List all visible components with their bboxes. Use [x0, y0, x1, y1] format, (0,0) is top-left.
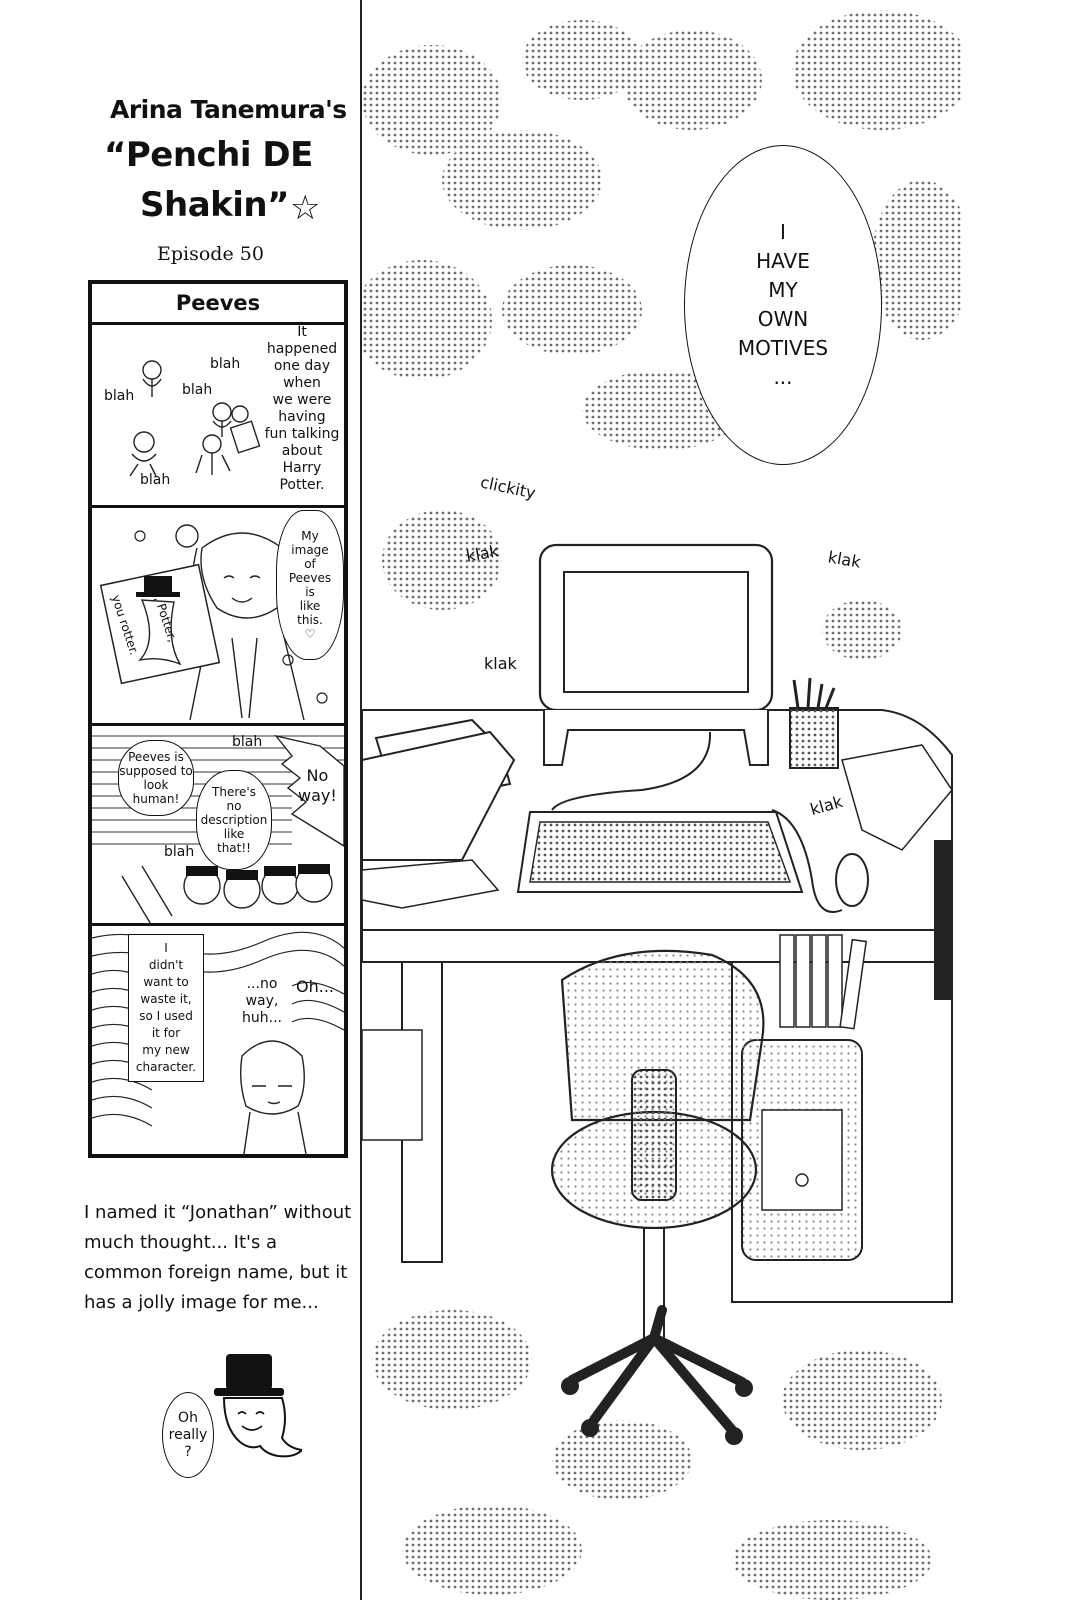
- author-note: I named it “Jonathan” without much thoug…: [84, 1202, 352, 1313]
- sfx-blah-2: blah: [182, 382, 213, 398]
- star-icon: ☆: [290, 188, 321, 228]
- panel4-speech-2: Oh...: [296, 977, 334, 996]
- series-author: Arina Tanemura's: [110, 95, 347, 124]
- jonathan-ghost-icon: [214, 1354, 302, 1458]
- series-title-line1: “Penchi DE: [104, 135, 313, 175]
- series-title-line2: Shakin”: [140, 185, 289, 225]
- sfx-klak-3: klak: [484, 654, 517, 673]
- top-hat-icon: [136, 576, 180, 597]
- strip-title: Peeves: [92, 284, 344, 325]
- episode-label: Episode 50: [157, 243, 264, 265]
- friends-chatting-drawing: [129, 360, 261, 477]
- sfx-blah-5: blah: [232, 734, 263, 750]
- heart-icon: ♡: [304, 627, 316, 641]
- sfx-blah-4: blah: [140, 472, 171, 488]
- desk-scene-drawing: [362, 10, 962, 1600]
- sfx-blah-3: blah: [210, 356, 241, 372]
- sfx-blah-1: blah: [104, 388, 135, 404]
- artist-holding-sketch-drawing: [99, 524, 328, 721]
- sfx-blah-6: blah: [164, 844, 195, 860]
